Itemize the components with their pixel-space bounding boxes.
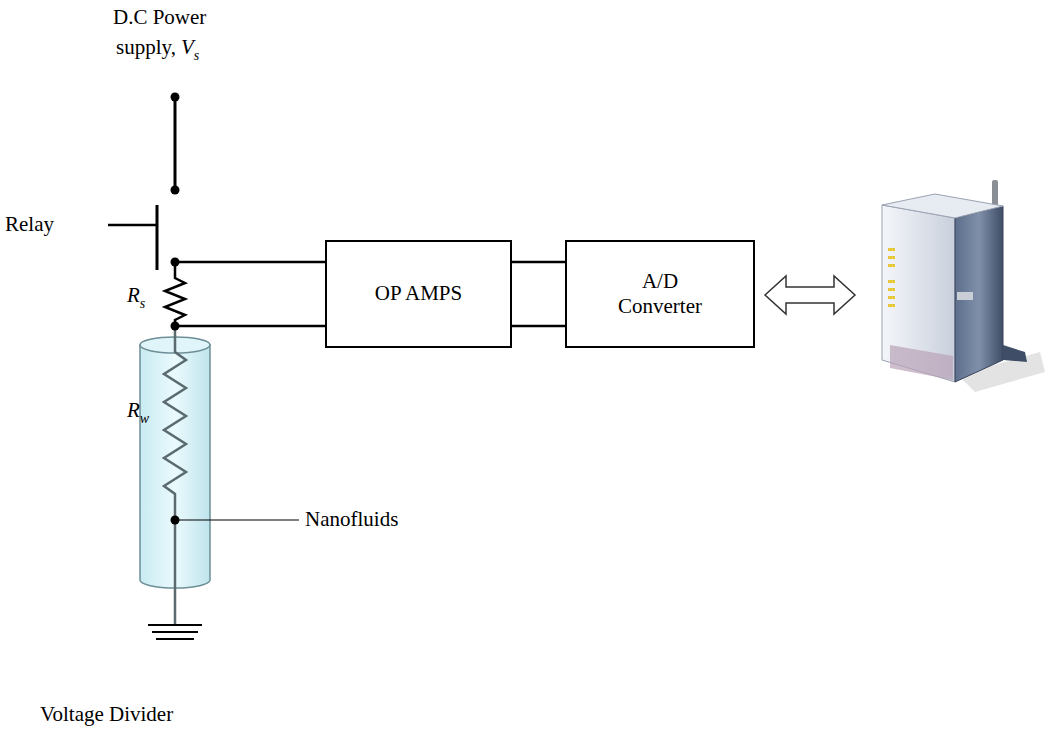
process-box: OP AMPS <box>325 240 512 348</box>
resistor-symbol <box>165 262 185 326</box>
ground-symbol <box>148 625 202 639</box>
box-label: A/D Converter <box>600 269 720 319</box>
component-label: R <box>127 398 140 422</box>
router-illustration <box>882 180 1045 392</box>
junction-dot <box>171 93 180 525</box>
signal-wire <box>512 325 565 328</box>
caption-label: Voltage Divider <box>40 702 173 726</box>
leader-line <box>175 519 299 520</box>
component-label: s <box>140 296 145 312</box>
component-label: supply, <box>116 35 176 59</box>
component-label: V <box>181 35 194 59</box>
component-label: R <box>127 283 140 307</box>
component-label: w <box>140 411 149 427</box>
process-box: A/D Converter <box>565 240 755 348</box>
component-label: s <box>194 48 199 64</box>
signal-wire <box>512 261 565 264</box>
leader-label: Nanofluids <box>305 507 398 531</box>
wire <box>175 262 325 326</box>
component-label: D.C Power <box>113 5 206 29</box>
double-arrow <box>765 276 855 314</box>
relay-symbol <box>108 97 175 270</box>
box-label: OP AMPS <box>375 281 462 306</box>
resistor-symbol <box>164 326 186 625</box>
component-label: Relay <box>5 212 54 236</box>
